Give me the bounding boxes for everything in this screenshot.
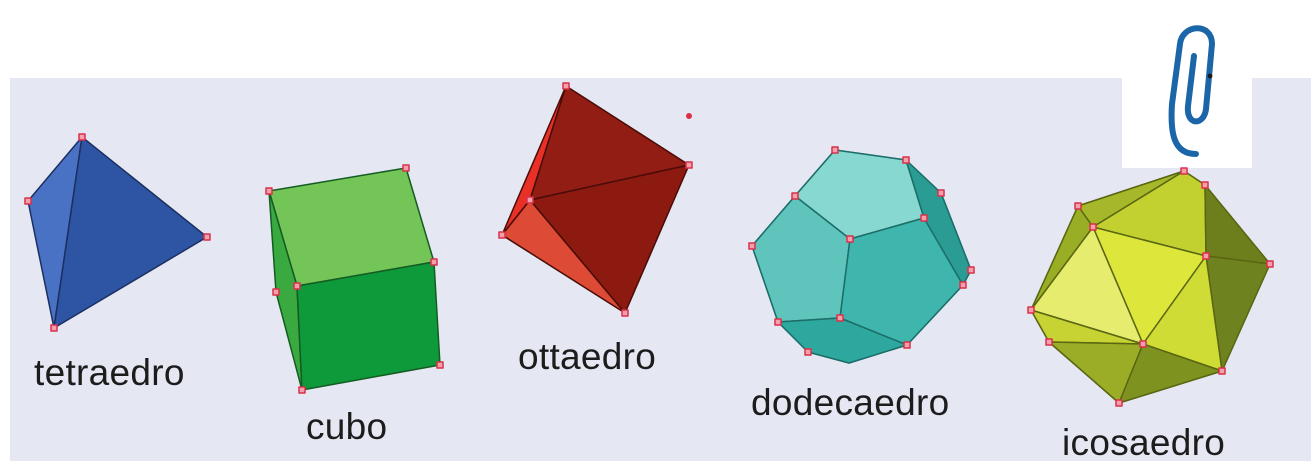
icosahedron xyxy=(1027,167,1274,407)
label-ottaedro: ottaedro xyxy=(518,336,657,377)
octahedron xyxy=(498,82,693,317)
tetrahedron xyxy=(24,133,211,332)
paperclip-area xyxy=(1122,8,1252,168)
label-tetraedro: tetraedro xyxy=(34,352,185,393)
octahedron-vertices xyxy=(498,82,693,317)
cube-vertices xyxy=(265,164,444,394)
label-icosaedro: icosaedro xyxy=(1062,422,1226,463)
paperclip-icon xyxy=(1168,25,1216,157)
dodecahedron-vertices xyxy=(748,146,975,356)
label-cubo: cubo xyxy=(306,406,388,447)
dodecahedron xyxy=(748,146,975,364)
cube xyxy=(265,164,444,394)
label-dodecaedro: dodecaedro xyxy=(751,382,950,423)
tetrahedron-vertices xyxy=(24,133,211,332)
icosahedron-vertices xyxy=(1027,167,1274,407)
